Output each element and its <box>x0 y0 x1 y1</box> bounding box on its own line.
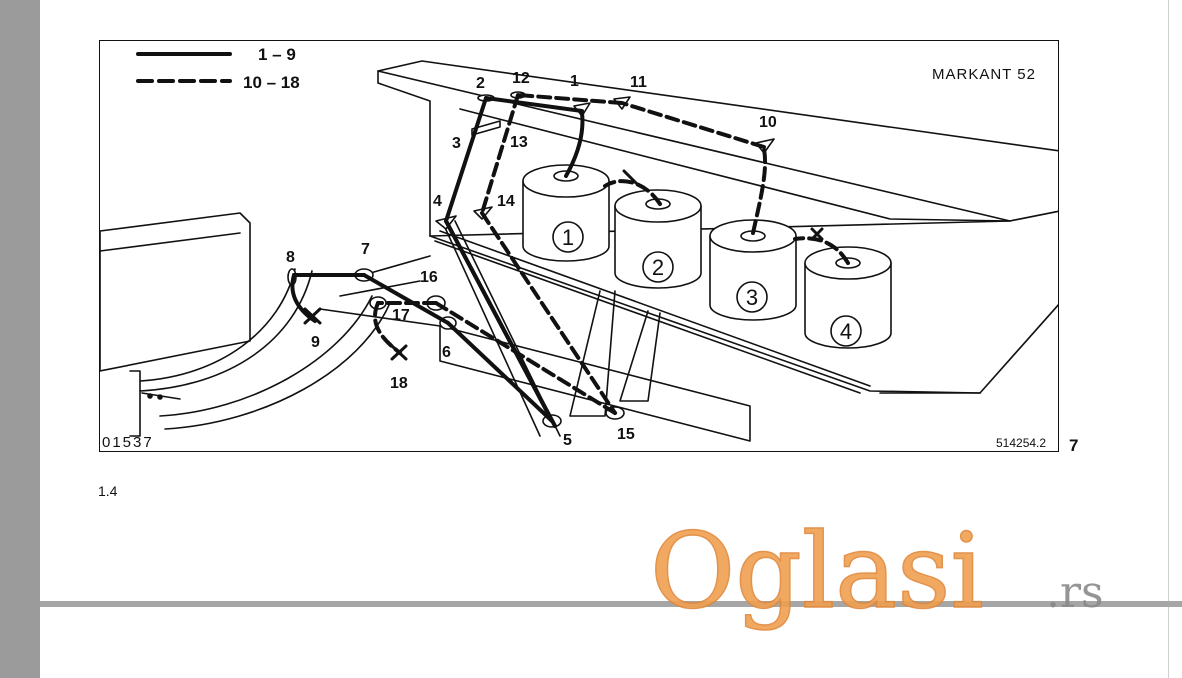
callout-1: 1 <box>570 73 579 90</box>
callout-labels: 1 2 3 4 5 6 7 8 9 10 11 12 13 14 15 16 1… <box>286 70 777 449</box>
callout-6: 6 <box>442 344 451 361</box>
drawing-code-right: 514254.2 <box>996 436 1046 450</box>
model-label: MARKANT 52 <box>932 66 1036 83</box>
callout-2: 2 <box>476 75 485 92</box>
spool-2 <box>614 189 702 289</box>
spool-1-number: 1 <box>562 225 574 250</box>
callout-11: 11 <box>630 74 647 91</box>
spool-group <box>522 164 892 349</box>
callout-13: 13 <box>510 134 528 151</box>
spool-numbers: 1 2 3 4 <box>562 225 852 344</box>
solid-thread-path <box>290 96 585 428</box>
callout-12: 12 <box>512 70 530 87</box>
callout-16: 16 <box>420 269 438 286</box>
callout-17: 17 <box>392 307 410 324</box>
watermark-tld: .rs <box>1046 567 1104 618</box>
callout-5: 5 <box>563 432 572 449</box>
left-margin-bar <box>0 0 40 678</box>
right-margin-line <box>1168 0 1169 678</box>
watermark-brand: Oglasi <box>650 510 984 632</box>
page-number: 1.4 <box>98 483 118 499</box>
spool-1-badge <box>552 221 584 253</box>
callout-18: 18 <box>390 375 408 392</box>
spool-3-number: 3 <box>746 285 758 310</box>
legend-solid-label: 1 – 9 <box>258 45 296 64</box>
callout-8: 8 <box>286 249 295 266</box>
spool-3 <box>709 219 797 321</box>
figure-number: 7 <box>1069 436 1079 455</box>
cross-markers <box>303 169 824 361</box>
callout-10: 10 <box>759 114 777 131</box>
legend-dashed-label: 10 – 18 <box>243 73 300 92</box>
spool-2-badge <box>642 251 674 283</box>
callout-9: 9 <box>311 334 320 351</box>
threading-diagram: 1 – 9 10 – 18 MARKANT 52 1 2 3 4 5 6 7 8… <box>99 40 1059 452</box>
spool-2-number: 2 <box>652 255 664 280</box>
legend <box>136 52 232 83</box>
drawing-code-left: 01537 <box>102 434 154 451</box>
callout-15: 15 <box>617 426 635 443</box>
callout-3: 3 <box>452 135 461 152</box>
callout-7: 7 <box>361 241 370 258</box>
oglasi-watermark: Oglasi .rs <box>650 509 1104 633</box>
bottom-divider <box>40 601 1182 607</box>
spool-1 <box>522 164 610 262</box>
left-housing <box>100 212 251 372</box>
callout-4: 4 <box>433 193 442 210</box>
callout-14: 14 <box>497 193 515 210</box>
spool-4-number: 4 <box>840 319 852 344</box>
spool-4-badge <box>830 315 862 347</box>
spool-3-badge <box>736 281 768 313</box>
